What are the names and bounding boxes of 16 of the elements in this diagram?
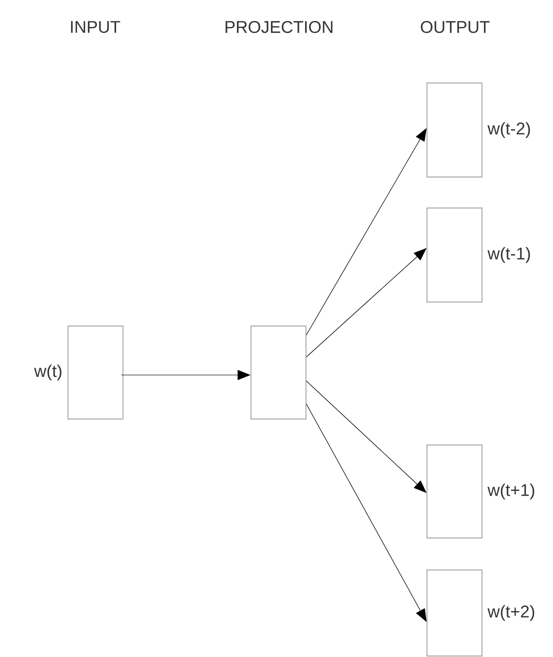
column-heading: OUTPUT	[420, 20, 490, 34]
layer-box: w(t-1)	[426, 208, 530, 302]
arrow	[306, 404, 427, 622]
node-label: w(t+1)	[488, 484, 534, 500]
layer-box: w(t+1)	[426, 444, 534, 538]
column-heading: PROJECTION	[226, 20, 332, 34]
column-heading: INPUT	[71, 21, 120, 33]
node-label: w(t)	[34, 364, 62, 380]
node-label: w(t-1)	[488, 247, 530, 263]
layer-box	[250, 326, 306, 420]
node-label: w(t-2)	[488, 122, 530, 138]
layer-box: w(t+2)	[426, 570, 534, 656]
node-label: w(t+2)	[488, 605, 534, 621]
layer-box: w(t)	[34, 326, 124, 420]
layer-box: w(t-2)	[426, 82, 530, 178]
arrow	[306, 128, 427, 336]
